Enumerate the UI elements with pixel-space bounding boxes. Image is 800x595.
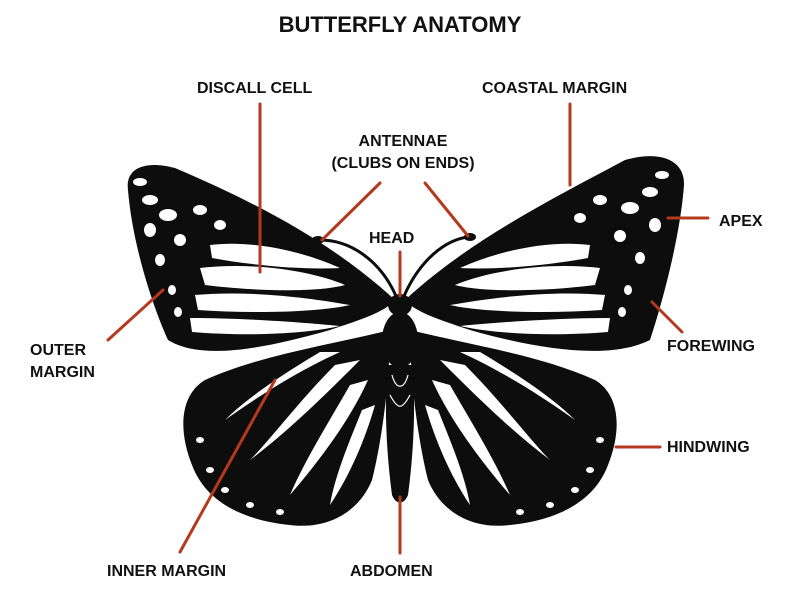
label-apex: APEX — [719, 213, 763, 230]
label-abdomen: ABDOMEN — [350, 563, 433, 580]
antennae-left-leader — [320, 181, 382, 242]
right-forewing-cells — [450, 171, 669, 335]
butterfly-thorax — [382, 312, 418, 368]
forewing-leader — [650, 300, 684, 334]
label-hindwing: HINDWING — [667, 439, 750, 456]
antennae-right-leader — [423, 181, 470, 238]
label-antennae-line2: (CLUBS ON ENDS) — [331, 155, 475, 172]
left-forewing-cells — [133, 178, 350, 335]
label-discal-cell: DISCALL CELL — [197, 80, 313, 97]
label-inner-margin: INNER MARGIN — [107, 563, 227, 580]
label-outer-margin-line2: MARGIN — [30, 364, 95, 381]
label-head: HEAD — [369, 230, 415, 247]
label-antennae: ANTENNAE (CLUBS ON ENDS) — [315, 131, 491, 175]
right-hindwing-cells — [425, 352, 604, 515]
right-antenna — [402, 235, 469, 297]
left-antenna — [319, 238, 398, 297]
label-outer-margin-line1: OUTER — [30, 342, 86, 359]
inner-margin-leader — [178, 378, 277, 554]
left-hindwing-cells — [196, 352, 375, 515]
label-forewing: FOREWING — [667, 338, 755, 355]
label-coastal-margin: COASTAL MARGIN — [482, 80, 628, 97]
label-antennae-line1: ANTENNAE — [358, 133, 448, 150]
diagram-title: BUTTERFLY ANATOMY — [278, 12, 522, 37]
outer-margin-leader — [106, 288, 165, 342]
label-outer-margin: OUTER MARGIN — [30, 340, 95, 384]
butterfly-abdomen — [385, 365, 415, 503]
butterfly-head — [388, 294, 412, 316]
